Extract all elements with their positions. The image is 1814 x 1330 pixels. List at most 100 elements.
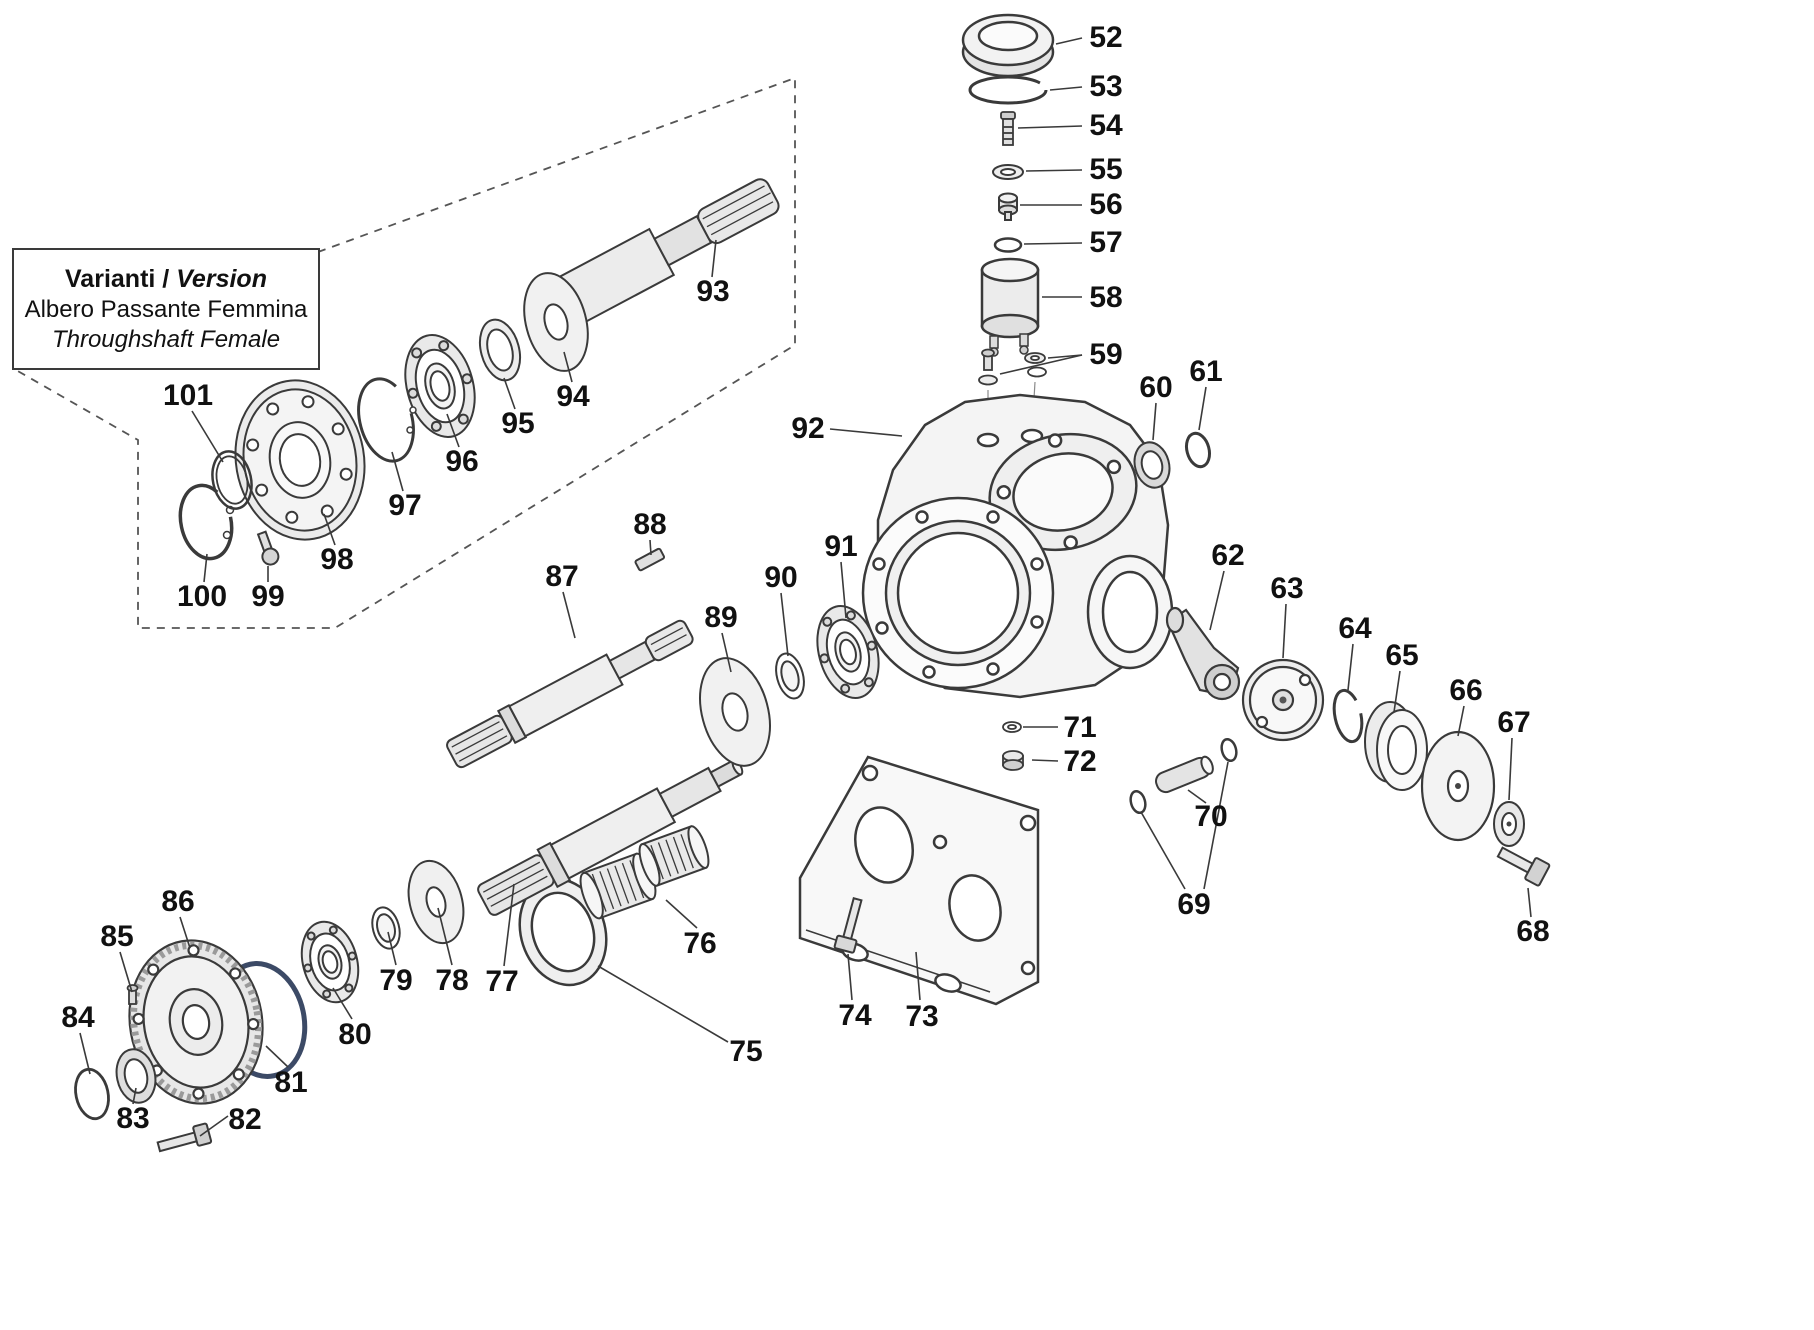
variant-line-italian: Albero Passante Femmina	[24, 295, 308, 323]
leader-line-68	[1527, 887, 1532, 918]
leader-line-95	[503, 377, 516, 410]
part-label-92: 92	[791, 412, 825, 445]
leader-line-82	[199, 1115, 229, 1137]
leader-line-61	[1198, 386, 1207, 431]
part-62-connecting-rod	[1165, 606, 1241, 701]
leader-line-80	[332, 987, 353, 1020]
part-label-53: 53	[1089, 70, 1123, 103]
leader-line-94	[563, 351, 573, 383]
part-label-96: 96	[445, 445, 479, 478]
part-85-screw	[126, 984, 139, 1005]
part-59-fasteners	[978, 348, 1047, 386]
leader-line-84	[79, 1032, 91, 1075]
leader-line-52	[1055, 37, 1083, 45]
leader-line-101	[191, 410, 224, 463]
leader-line-96	[446, 413, 460, 448]
part-64-piston-ring	[1332, 688, 1364, 744]
part-label-99: 99	[251, 580, 285, 613]
part-label-54: 54	[1089, 109, 1123, 142]
leader-line-73	[915, 951, 921, 1001]
part-72-plug	[1002, 750, 1024, 771]
part-54-screw	[1000, 111, 1016, 146]
part-61-o-ring	[1184, 431, 1212, 469]
leader-line-93	[711, 239, 717, 278]
leader-line-98	[323, 513, 336, 546]
part-label-86: 86	[161, 885, 195, 918]
part-label-66: 66	[1449, 674, 1483, 707]
part-89-washer	[699, 657, 771, 767]
part-95-spacer-ring	[478, 318, 522, 382]
part-label-101: 101	[162, 379, 214, 412]
part-68-bolt	[1496, 846, 1551, 887]
part-101-retaining-ring	[211, 450, 253, 510]
leader-line-76	[665, 899, 698, 929]
part-53-snap-ring	[968, 75, 1048, 105]
variant-line-english: Throughshaft Female	[51, 325, 281, 353]
part-75-seal-ring	[518, 877, 608, 987]
part-99-screw	[256, 530, 280, 566]
leader-line-69	[1203, 761, 1229, 890]
leader-line-88	[649, 539, 652, 556]
part-92-pump-housing	[861, 393, 1174, 699]
part-83-shaft-seal	[115, 1048, 157, 1104]
part-label-62: 62	[1211, 539, 1245, 572]
part-label-68: 68	[1516, 915, 1550, 948]
leader-line-89	[721, 632, 732, 673]
leader-line-72	[1031, 759, 1059, 762]
part-80-ball-bearing	[300, 920, 360, 1004]
part-56-valve	[998, 192, 1018, 221]
part-70-pin	[1155, 755, 1214, 794]
leader-line-65	[1393, 670, 1401, 713]
leader-line-81	[265, 1045, 289, 1068]
part-label-65: 65	[1385, 639, 1419, 672]
part-label-73: 73	[905, 1000, 939, 1033]
part-label-82: 82	[228, 1103, 262, 1136]
part-label-77: 77	[485, 965, 519, 998]
part-label-100: 100	[176, 580, 228, 613]
part-76-needle-bearings	[579, 825, 710, 920]
part-57-o-ring	[993, 237, 1023, 253]
part-90-spacer-ring	[775, 652, 805, 700]
leader-line-97	[391, 451, 404, 492]
part-63-piston	[1241, 658, 1325, 742]
leader-line-78	[437, 907, 453, 966]
part-label-98: 98	[320, 543, 354, 576]
part-label-70: 70	[1194, 800, 1228, 833]
leader-line-70	[1187, 789, 1207, 804]
part-74-bolt	[833, 897, 863, 954]
part-65-piston-cup	[1364, 701, 1428, 791]
leader-line-60	[1152, 402, 1157, 441]
part-82-bolt	[156, 1122, 213, 1153]
leader-line-54	[1017, 125, 1083, 129]
part-label-64: 64	[1338, 612, 1372, 645]
variant-dashed-boundary	[15, 76, 796, 629]
leader-line-77	[503, 883, 515, 967]
part-67-retainer-washer	[1493, 801, 1525, 847]
part-label-88: 88	[633, 508, 667, 541]
part-58-plunger	[980, 257, 1040, 357]
part-66-diaphragm	[1420, 730, 1496, 842]
part-label-85: 85	[100, 920, 134, 953]
leader-line-69	[1140, 811, 1186, 890]
part-87-drive-shaft	[446, 619, 694, 769]
leader-lines	[79, 37, 1532, 1137]
leader-line-91	[840, 561, 847, 619]
part-label-81: 81	[274, 1066, 308, 1099]
part-52-cap	[961, 13, 1055, 78]
leader-line-92	[829, 428, 903, 437]
part-label-79: 79	[379, 964, 413, 997]
part-label-74: 74	[838, 999, 872, 1032]
leader-line-67	[1508, 737, 1513, 801]
leader-line-83	[132, 1087, 137, 1105]
part-97-snap-ring	[357, 377, 417, 463]
leader-line-55	[1025, 169, 1083, 172]
part-88-key	[634, 547, 666, 572]
part-label-63: 63	[1270, 572, 1304, 605]
leader-line-100	[203, 553, 208, 583]
part-100-circlip	[178, 483, 235, 561]
part-label-67: 67	[1497, 706, 1531, 739]
variant-title: Varianti / Version	[65, 265, 267, 294]
part-label-76: 76	[683, 927, 717, 960]
leader-line-75	[597, 965, 729, 1043]
